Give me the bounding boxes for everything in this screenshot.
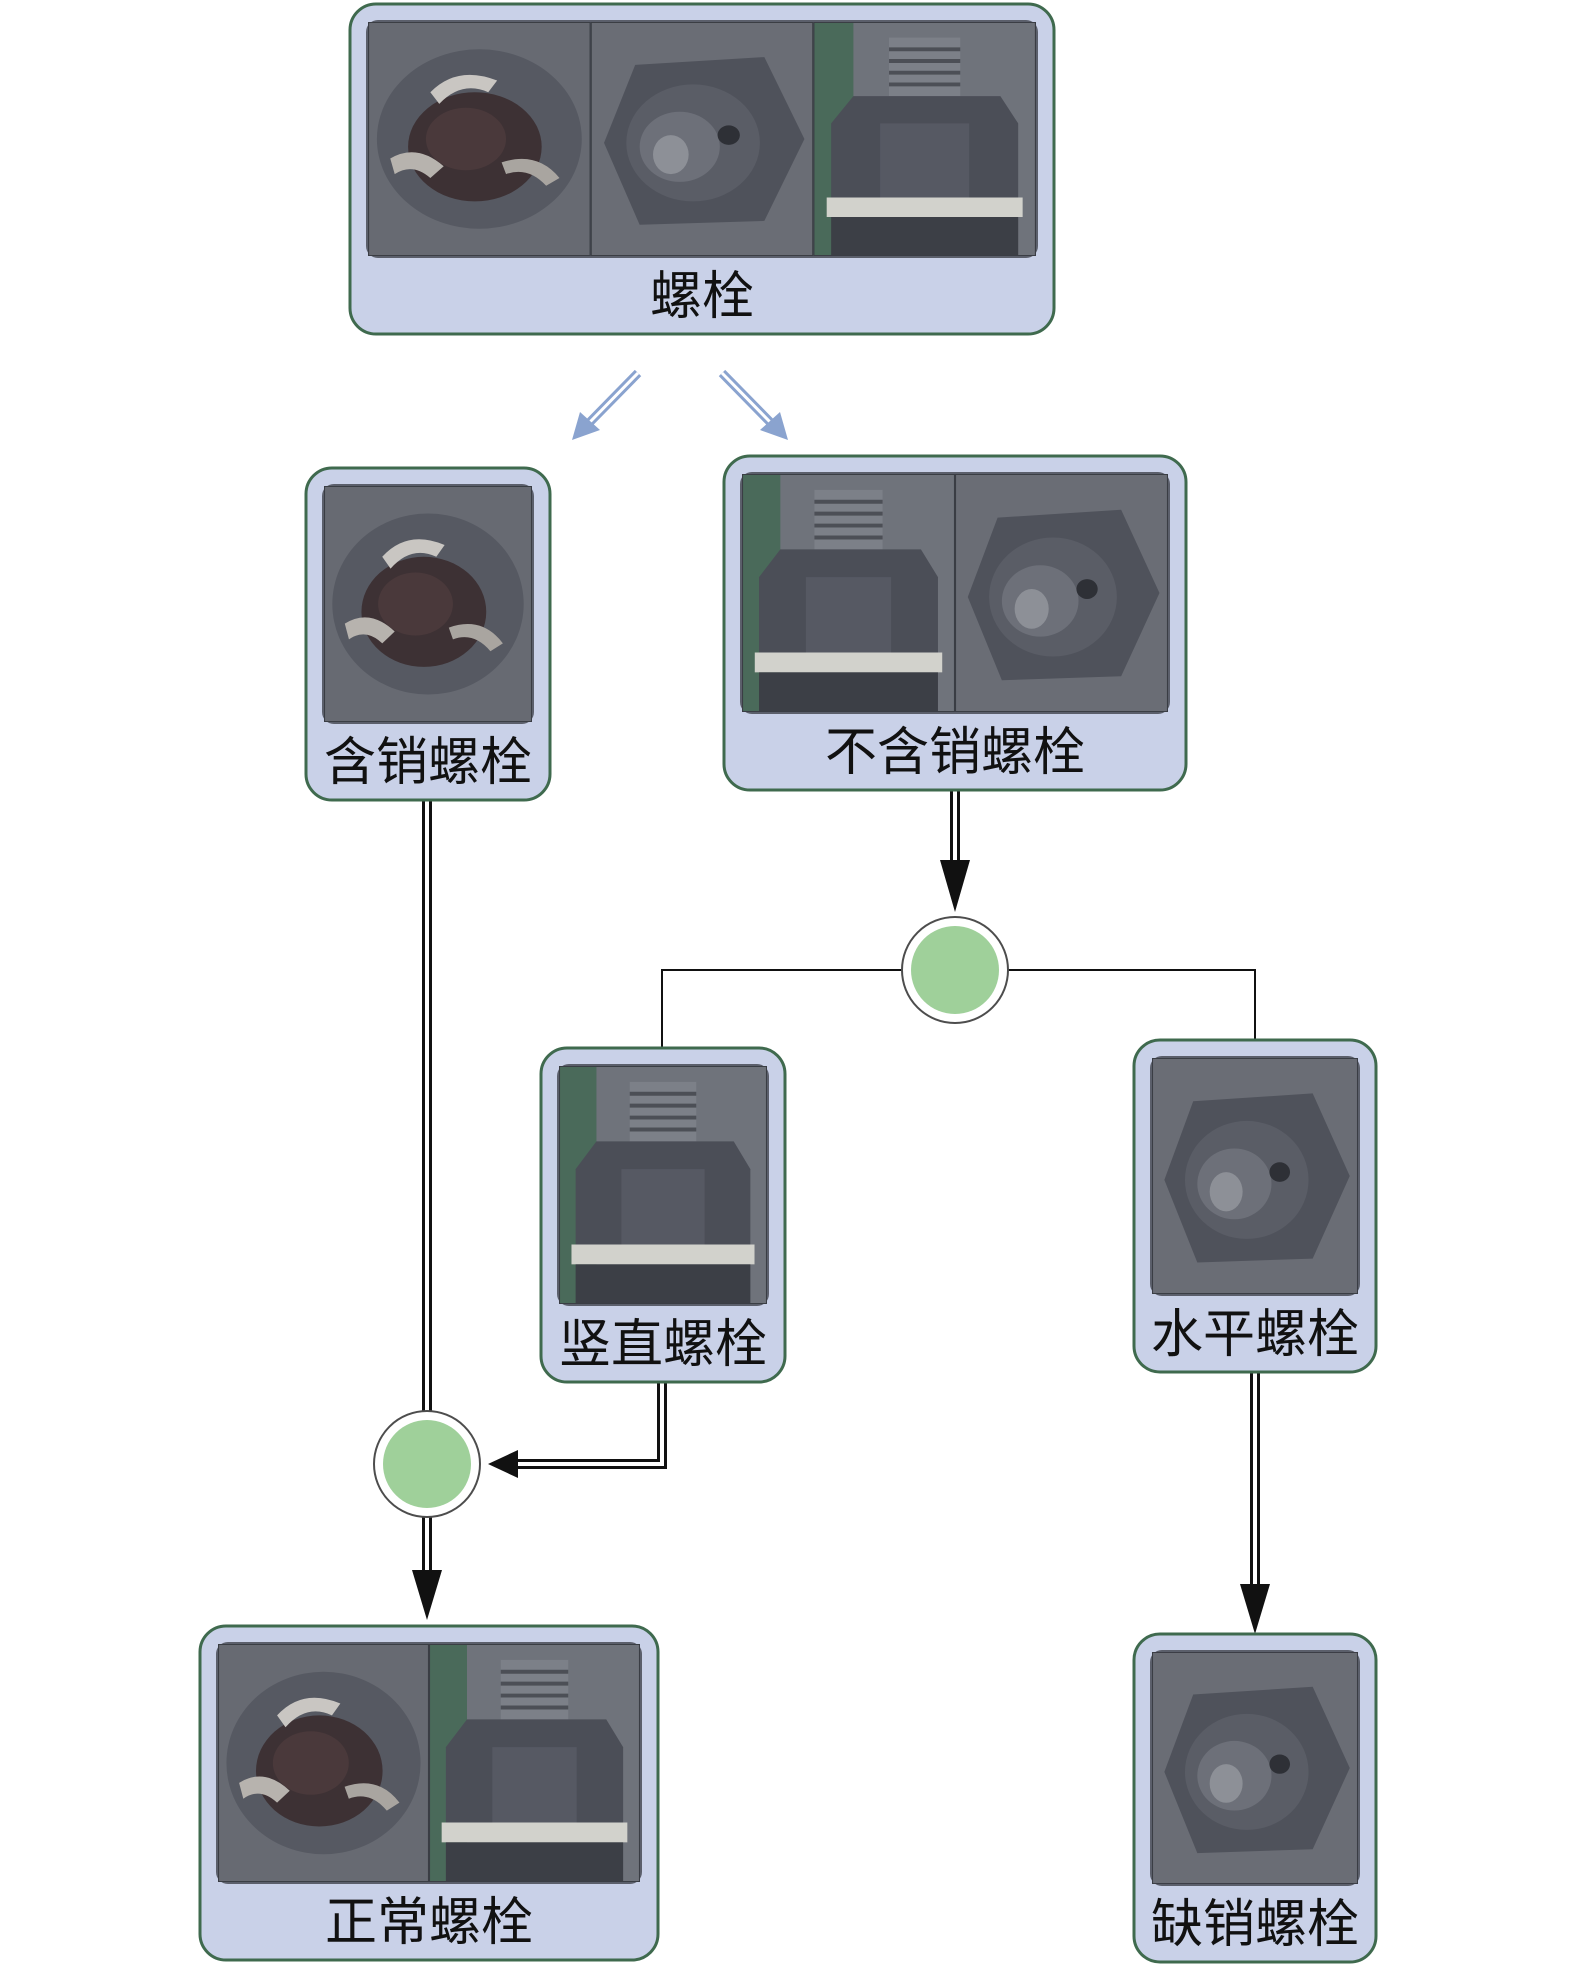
arrow-merge-to-normal [412, 1514, 442, 1620]
horizontal-bolt-photo [955, 474, 1168, 712]
card-label: 不含销螺栓 [825, 723, 1085, 783]
split-node [902, 917, 1008, 1023]
vertical-bolt-photo [813, 22, 1036, 256]
vertical-bolt-photo [429, 1644, 640, 1882]
card-label: 含销螺栓 [324, 733, 532, 793]
arrow-without-pin-to-split [940, 790, 970, 912]
pin-bolt-photo [368, 22, 591, 256]
bolt-card: 螺栓 [350, 4, 1054, 334]
normal-bolt-card: 正常螺栓 [200, 1626, 658, 1960]
missing-pin-bolt-card: 缺销螺栓 [1134, 1634, 1376, 1962]
card-label: 螺栓 [650, 267, 754, 327]
arrow-to-without-pin [722, 373, 788, 440]
branch-to-vertical [662, 970, 902, 1048]
arrow-horizontal-to-missing-pin [1240, 1372, 1270, 1634]
horizontal-bolt-photo [591, 22, 814, 256]
horizontal-bolt-photo [1152, 1058, 1358, 1294]
card-label: 水平螺栓 [1151, 1305, 1359, 1365]
horizontal-bolt-photo [1152, 1652, 1358, 1884]
merge-node [374, 1411, 480, 1517]
arrow-vertical-to-merge [488, 1382, 662, 1478]
vertical-bolt-card: 竖直螺栓 [541, 1048, 785, 1382]
with-pin-bolt-card: 含销螺栓 [306, 468, 550, 800]
vertical-bolt-photo [559, 1066, 767, 1304]
pin-bolt-photo [324, 486, 532, 722]
branch-to-horizontal [1008, 970, 1255, 1040]
pin-bolt-photo [218, 1644, 429, 1882]
card-label: 正常螺栓 [325, 1893, 533, 1953]
card-label: 缺销螺栓 [1151, 1895, 1359, 1955]
arrow-to-with-pin [572, 373, 638, 440]
card-label: 竖直螺栓 [559, 1315, 767, 1375]
without-pin-bolt-card: 不含销螺栓 [724, 456, 1186, 790]
vertical-bolt-photo [742, 474, 955, 712]
horizontal-bolt-card: 水平螺栓 [1134, 1040, 1376, 1372]
